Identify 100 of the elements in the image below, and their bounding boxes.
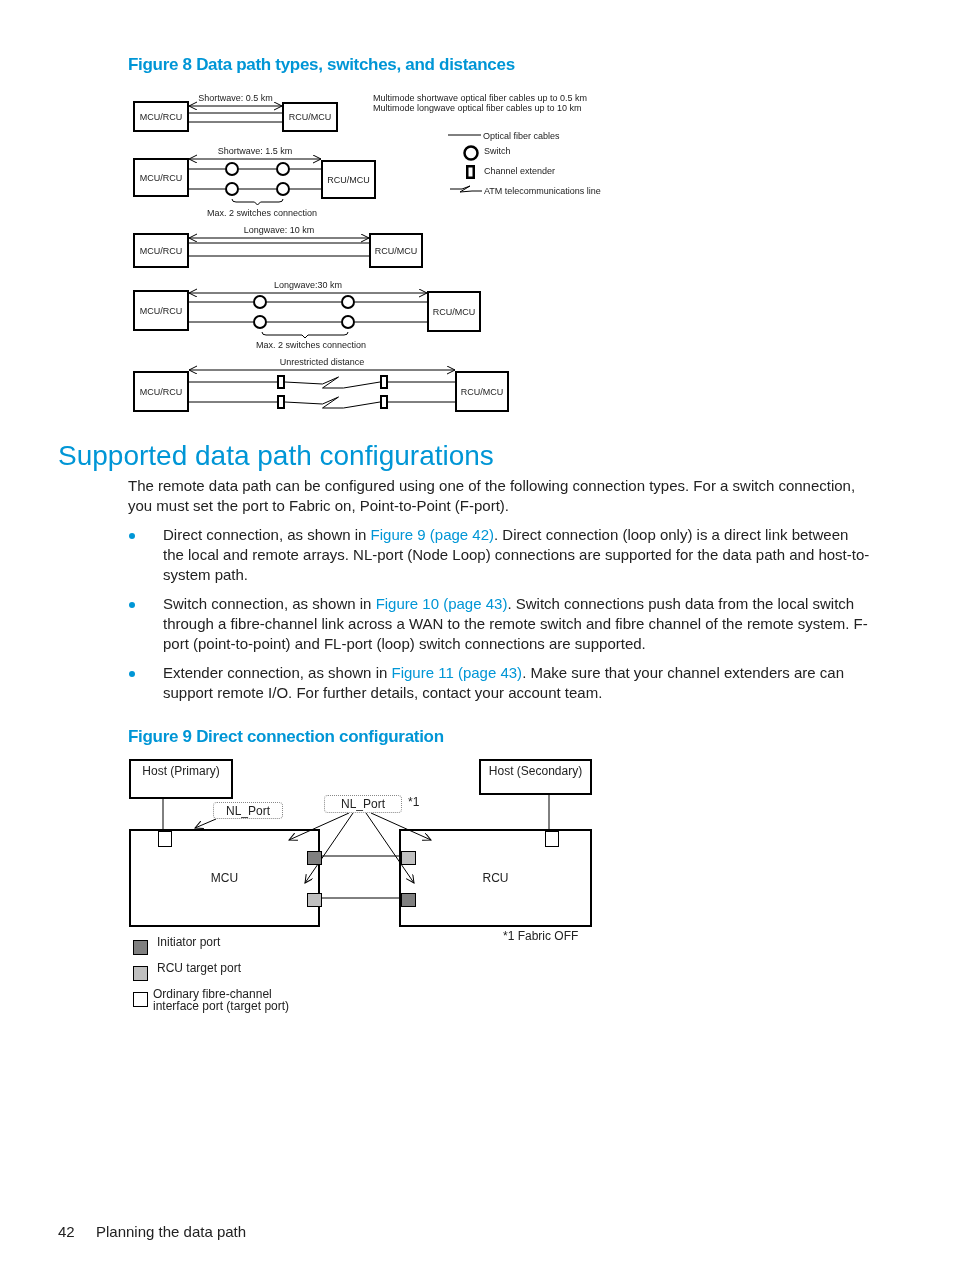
edge-label: Shortwave: 0.5 km xyxy=(197,93,274,104)
leader-arrow xyxy=(194,818,217,830)
storage-unit-box xyxy=(369,233,423,268)
cable-line xyxy=(387,401,456,403)
cable-line xyxy=(188,401,278,403)
port-square xyxy=(545,831,559,847)
edge-label: Longwave: 10 km xyxy=(242,225,316,236)
leader-arrow xyxy=(370,812,432,841)
port-square xyxy=(307,893,322,907)
port-square xyxy=(158,831,172,847)
legend-text: RCU target port xyxy=(157,962,242,974)
cable-line xyxy=(188,381,278,383)
cable-line xyxy=(289,188,322,190)
legend-text: Channel extender xyxy=(484,165,556,177)
note-text: Max. 2 switches connection xyxy=(255,340,367,350)
box-label: Host (Secondary) xyxy=(488,764,583,778)
link: Figure 11 (page 43) xyxy=(391,664,523,681)
cable-line xyxy=(188,112,283,114)
port-square xyxy=(401,851,416,865)
cable-line xyxy=(162,798,164,830)
box-label: MCU/RCU xyxy=(139,305,183,316)
channel-extender-symbol xyxy=(277,375,285,389)
cable-line xyxy=(319,897,400,899)
box-label: Host (Primary) xyxy=(142,764,220,778)
cable-line xyxy=(188,242,370,244)
box-label: RCU/MCU xyxy=(374,245,418,256)
legend-text: ATM telecommunications line xyxy=(484,185,601,197)
storage-unit-box xyxy=(427,291,481,332)
cable-line xyxy=(354,321,428,323)
cable-line xyxy=(266,301,342,303)
switch-symbol xyxy=(225,162,239,176)
cable-line xyxy=(188,188,226,190)
controller-box xyxy=(399,829,592,927)
port-square xyxy=(401,893,416,907)
legend-text: Initiator port xyxy=(157,936,221,948)
box-label: MCU/RCU xyxy=(139,245,183,256)
box-label: RCU/MCU xyxy=(432,306,476,317)
leader-arrow xyxy=(365,812,415,884)
controller-box xyxy=(129,829,320,927)
cable-line xyxy=(188,321,254,323)
leader-arrow xyxy=(288,812,350,841)
note-text: Multimode shortwave optical fiber cables up to 0.5 km xyxy=(373,93,588,103)
box-label: NL_Port xyxy=(226,803,270,818)
atm-line xyxy=(284,376,381,389)
cable-line xyxy=(289,168,322,170)
storage-unit-box xyxy=(133,158,189,197)
cable-line xyxy=(266,321,342,323)
page-number: 42 xyxy=(58,1223,75,1240)
cable-line xyxy=(188,255,370,257)
section-heading: Supported data path configurations xyxy=(58,440,494,472)
bullet-text: Direct connection, as shown in Figure 9 (page 42). Direct connection (loop only) is a direct link between the local and remote arrays. NL-port (Node Loop) connections are supported for the data path and host-to-system path. xyxy=(163,525,870,585)
cable-line xyxy=(188,233,370,243)
leader-arrow xyxy=(304,812,354,884)
box-label: RCU/MCU xyxy=(460,386,504,397)
box-label: NL_Port xyxy=(341,797,385,811)
legend-text: Optical fiber cables xyxy=(483,130,560,142)
switch-symbol xyxy=(253,315,267,329)
storage-unit-box xyxy=(133,290,189,331)
box-label: RCU/MCU xyxy=(327,174,370,185)
storage-unit-box xyxy=(133,371,189,412)
bullet-text: Extender connection, as shown in Figure 11 (page 43). Make sure that your channel extenders are can support remote I/O. For further details, contact your account team. xyxy=(163,663,845,703)
cable-line xyxy=(188,101,283,111)
storage-unit-box xyxy=(455,371,509,412)
link: Figure 10 (page 43) xyxy=(375,595,508,612)
box-label: RCU xyxy=(482,871,509,885)
cable-line xyxy=(188,365,456,375)
legend-text: Switch xyxy=(484,145,511,157)
host-box xyxy=(129,759,233,799)
footer-text: Planning the data path xyxy=(96,1223,247,1240)
note-text: Max. 2 switches connection xyxy=(206,208,318,218)
cable-line xyxy=(188,301,254,303)
storage-unit-box xyxy=(133,233,189,268)
switch-symbol xyxy=(253,295,267,309)
cable-line xyxy=(319,855,400,857)
edge-label: Longwave:30 km xyxy=(273,280,343,291)
switch-symbol xyxy=(341,315,355,329)
box-label: MCU/RCU xyxy=(139,111,183,122)
cable-line xyxy=(188,288,428,298)
storage-unit-box xyxy=(133,101,189,132)
figure-caption: Figure 8 Data path types, switches, and distances xyxy=(128,55,515,75)
edge-label: Shortwave: 1.5 km xyxy=(216,146,294,157)
footnote-text: *1 Fabric OFF xyxy=(503,929,579,943)
cable-line xyxy=(188,168,226,170)
atm-line xyxy=(284,396,381,409)
link: Figure 9 (page 42) xyxy=(370,526,494,543)
switch-symbol xyxy=(225,182,239,196)
cable-line xyxy=(188,121,283,123)
port-square xyxy=(307,851,322,865)
edge-label: Unrestricted distance xyxy=(278,357,366,368)
callout-box xyxy=(324,795,402,813)
box-label: MCU/RCU xyxy=(139,172,183,183)
bullet-text: Switch connection, as shown in Figure 10 (page 43). Switch connections push data from the local switch through a fibre-channel link across a WAN to the remote switch and fibre channel of the remote system. F-port (point-to-point) and FL-port (loop) switch connections are supported. xyxy=(163,594,869,654)
cable-line xyxy=(238,168,277,170)
cable-line xyxy=(238,188,277,190)
storage-unit-box xyxy=(282,102,338,132)
cable-line xyxy=(387,381,456,383)
channel-extender-symbol xyxy=(380,395,388,409)
box-label: MCU xyxy=(210,871,239,885)
switch-symbol xyxy=(341,295,355,309)
channel-extender-symbol xyxy=(380,375,388,389)
